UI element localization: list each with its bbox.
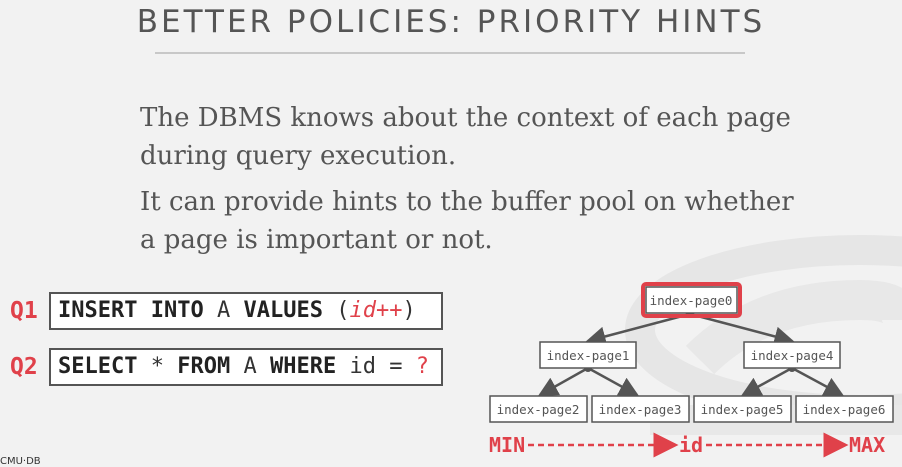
query-box-q2: SELECT * FROM A WHERE id = ? <box>49 348 443 386</box>
bullet-2: It can provide hints to the buffer pool … <box>140 187 794 255</box>
q2-table: A <box>243 354 257 379</box>
q1-keyword-into: INTO <box>150 298 204 323</box>
edge-page1-page2 <box>537 366 589 397</box>
q2-equals: = <box>389 354 403 379</box>
node-page4-label: index-page4 <box>751 348 834 363</box>
q2-keyword-from: FROM <box>177 354 231 379</box>
q1-keyword-values: VALUES <box>243 298 323 323</box>
node-page1-label: index-page1 <box>547 348 630 363</box>
q2-param: ? <box>415 354 429 379</box>
edge-page4-page6 <box>791 366 845 397</box>
leaf-page3 <box>591 395 690 423</box>
leaf-page5-label: index-page5 <box>701 402 784 417</box>
q1-open-paren: ( <box>336 298 350 323</box>
edge-root-page4 <box>689 312 795 347</box>
root-node-highlight <box>641 282 742 318</box>
edge-page1-page3 <box>587 366 640 397</box>
root-node <box>645 286 738 314</box>
q2-column: id <box>349 354 376 379</box>
q2-keyword-where: WHERE <box>269 354 337 379</box>
slide-title: BETTER POLICIES: PRIORITY HINTS <box>136 4 766 40</box>
title-divider <box>155 52 745 54</box>
q2-star: * <box>150 354 164 379</box>
edge-root-page1 <box>585 312 691 347</box>
leaf-page6 <box>795 395 894 423</box>
root-node-label: index-page0 <box>650 293 733 308</box>
q1-close-paren: ) <box>402 298 416 323</box>
leaf-page2 <box>489 395 588 423</box>
node-page1 <box>539 341 637 369</box>
leaf-page6-label: index-page6 <box>803 402 886 417</box>
range-min-label: MIN <box>489 433 525 457</box>
leaf-page3-label: index-page3 <box>599 402 682 417</box>
footer-logo-text: CMU·DB <box>0 456 41 467</box>
leaf-page2-label: index-page2 <box>497 402 580 417</box>
query-label-q2: Q2 <box>10 354 38 380</box>
range-max-label: MAX <box>849 433 885 457</box>
bullet-1: The DBMS knows about the context of each… <box>140 103 791 171</box>
q1-keyword-insert: INSERT <box>58 298 138 323</box>
q2-keyword-select: SELECT <box>58 354 138 379</box>
q1-table: A <box>216 298 231 323</box>
leaf-page5 <box>693 395 792 423</box>
edge-page4-page5 <box>740 366 793 397</box>
node-page4 <box>743 341 841 369</box>
range-key-label: id <box>679 433 703 457</box>
q1-arg: id++ <box>349 298 403 323</box>
query-label-q1: Q1 <box>10 298 38 324</box>
query-box-q1: INSERT INTO A VALUES (id++) <box>49 292 443 330</box>
